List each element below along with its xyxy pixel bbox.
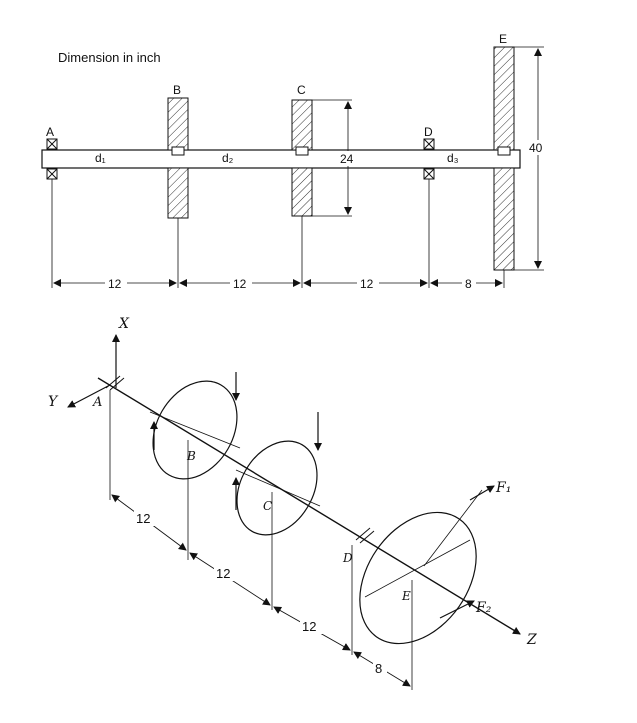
iso-view: X Y Z A B C D F₁ F₂ E (48, 316, 537, 690)
shaft (41, 149, 521, 169)
key-c (295, 146, 309, 156)
dim-spacing (51, 179, 505, 288)
iso-label-a: A (92, 395, 102, 410)
gear-b-lower (167, 167, 189, 219)
dim-24: 24 (340, 152, 354, 166)
label-a: A (46, 125, 54, 139)
label-d1: d₁ (95, 151, 106, 165)
dim-gear-e (514, 46, 544, 271)
gear-b-upper (167, 97, 189, 151)
disk-b (152, 380, 238, 480)
y-axis-label: Y (48, 394, 59, 410)
bearing-a-tick-1 (105, 375, 121, 389)
force-f2-arrow (439, 600, 475, 619)
x-axis-label: X (118, 316, 130, 332)
force-f1-label: F₁ (495, 480, 511, 496)
key-e (497, 146, 511, 156)
spacing-cd: 12 (360, 277, 374, 291)
gear-e-upper (493, 46, 515, 151)
iso-spacing-de: 8 (375, 661, 382, 676)
label-c: C (297, 83, 306, 97)
label-d3: d₃ (447, 151, 459, 165)
label-b: B (173, 83, 181, 97)
disk-b-diameter (149, 411, 241, 449)
force-f2-label: F₂ (475, 600, 492, 616)
label-d2: d₂ (222, 151, 234, 165)
dim-40: 40 (529, 141, 543, 155)
disk-e-diameter (364, 539, 471, 598)
force-f1-arrow (469, 485, 495, 501)
disk-e-radial (423, 489, 483, 567)
key-b (171, 146, 185, 156)
dimension-note: Dimension in inch (58, 50, 161, 65)
y-axis (67, 384, 111, 408)
iso-label-c: C (263, 499, 272, 513)
shaft-axis (97, 377, 521, 635)
gear-e-lower (493, 167, 515, 271)
iso-spacing-cd: 12 (302, 619, 316, 634)
iso-spacing-ab: 12 (136, 511, 150, 526)
iso-spacing-bc: 12 (216, 566, 230, 581)
top-view: Dimension in inch A B C (41, 32, 551, 291)
bearing-a (46, 138, 58, 180)
bearing-d-tick-1 (355, 527, 371, 541)
disk-e (359, 511, 477, 645)
spacing-bc: 12 (233, 277, 247, 291)
disk-c-diameter (235, 469, 321, 507)
z-axis-label: Z (526, 632, 537, 648)
disk-c (236, 440, 318, 536)
iso-label-b: B (186, 449, 196, 463)
label-e: E (499, 32, 507, 46)
bearing-d (423, 138, 435, 180)
gear-c-lower (291, 167, 313, 217)
iso-label-d: D (342, 551, 353, 565)
label-d: D (424, 125, 433, 139)
bearing-d-tick-2 (359, 530, 375, 544)
iso-label-e: E (401, 589, 411, 603)
spacing-de: 8 (465, 277, 472, 291)
bearing-a-tick-2 (109, 377, 125, 391)
gear-c-upper (291, 99, 313, 151)
spacing-ab: 12 (108, 277, 122, 291)
